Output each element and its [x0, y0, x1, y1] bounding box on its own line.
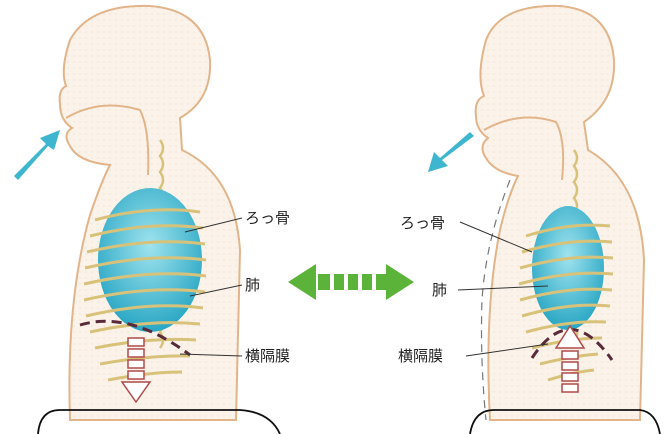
- left-label-diaphragm: 横隔膜: [245, 347, 290, 365]
- left-figure: ろっ骨 肺 横隔膜: [14, 6, 290, 434]
- right-label-ribs: ろっ骨: [400, 214, 445, 232]
- right-label-diaphragm: 横隔膜: [398, 347, 443, 365]
- right-air-exhale-arrow: [428, 132, 474, 172]
- right-figure: ろっ骨 肺 横隔膜: [398, 6, 660, 434]
- right-label-lungs: 肺: [432, 281, 447, 299]
- exchange-arrow: [288, 264, 414, 300]
- left-air-inhale-arrow: [14, 130, 60, 180]
- left-label-ribs: ろっ骨: [245, 209, 290, 227]
- left-label-lungs: 肺: [245, 276, 260, 294]
